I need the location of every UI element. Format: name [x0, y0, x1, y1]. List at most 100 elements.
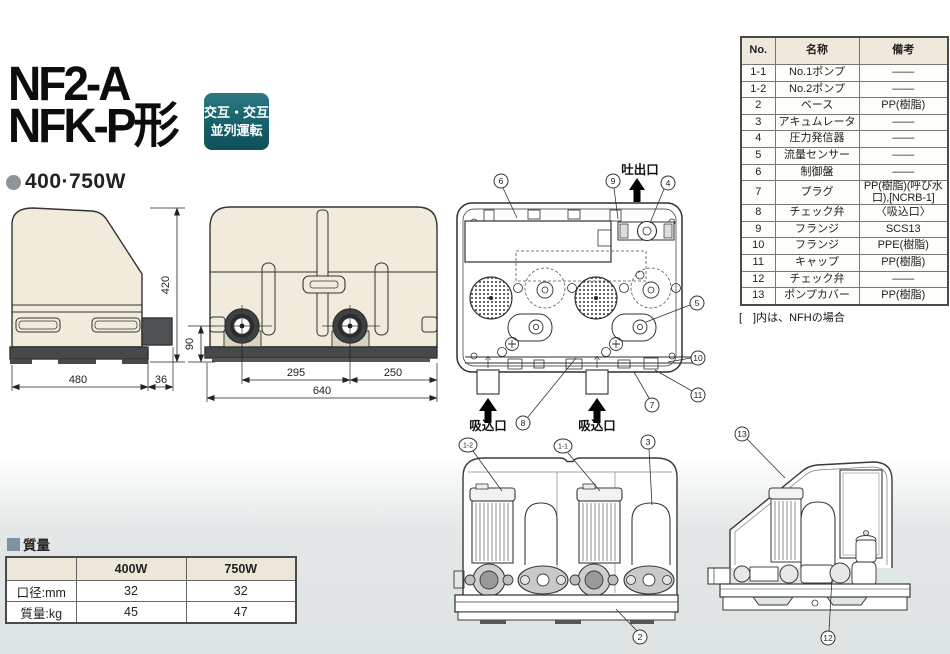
cell-remark: PP(樹脂) — [858, 287, 949, 306]
cell-name: プラグ — [774, 180, 860, 206]
internal-front-callouts: 1-2 1-1 3 2 — [458, 434, 656, 645]
cell-remark: —— — [858, 113, 949, 132]
cell-name: チェック弁 — [774, 270, 860, 289]
dim-total-height: 420 — [160, 276, 172, 294]
cell-no: 3 — [740, 113, 776, 132]
dimension-drawings: 420 90 480 36 295 250 640 — [9, 206, 438, 402]
cell-no: 13 — [740, 287, 776, 306]
pump-internal-front-view-drawing: 1-2 1-1 3 2 — [453, 434, 679, 645]
weight-col-400w: 400W — [75, 556, 187, 581]
cell-name: ポンプカバー — [774, 287, 860, 306]
table-row: 質量:kg 45 47 — [5, 601, 297, 624]
cell-no: 1-2 — [740, 80, 776, 99]
col-header-remark: 備考 — [858, 36, 949, 65]
cell-name: 制御盤 — [774, 163, 860, 182]
dim-side-width: 480 — [69, 374, 87, 386]
operation-mode-badge: 交互・交互 並列運転 — [204, 93, 269, 150]
dim-port-height: 90 — [184, 338, 196, 350]
cell-remark: —— — [858, 80, 949, 99]
callout-4: 4 — [666, 178, 671, 188]
cell-no: 1-1 — [740, 64, 776, 82]
power-rating-text: 400·750W — [25, 170, 126, 193]
dim-side-protrusion: 36 — [155, 374, 167, 386]
cell-name: フランジ — [774, 237, 860, 256]
cell-no: 8 — [740, 204, 776, 222]
weight-heading-text: 質量 — [23, 538, 50, 553]
internal-front-leader-lines — [472, 448, 653, 632]
callout-2: 2 — [638, 632, 643, 642]
cell-name: キャップ — [774, 254, 860, 272]
col-header-no: No. — [740, 36, 776, 65]
pump-internal-side-view-drawing: 13 12 — [707, 426, 911, 646]
top-view-body — [456, 202, 694, 395]
cell-remark: SCS13 — [858, 220, 949, 239]
suction-arrow-icons — [479, 398, 606, 423]
cell-no: 6 — [740, 163, 776, 182]
cell-name: No.2ポンプ — [774, 80, 860, 99]
callout-3: 3 — [646, 437, 651, 447]
section-marker-icon — [7, 537, 20, 551]
weight-section-heading: 質量 — [7, 534, 50, 554]
discharge-port-label: 吐出口 — [621, 162, 659, 177]
cell-remark: —— — [858, 163, 949, 182]
cell-remark: —— — [858, 130, 949, 148]
internal-side-body — [707, 461, 911, 611]
pump-top-view-drawing: 吐出口 — [456, 162, 706, 432]
cell-name: アキュムレータ — [774, 113, 860, 132]
cell-remark: 〈吸込口〉 — [858, 204, 949, 222]
badge-line1: 交互・交互 — [204, 104, 270, 120]
cell-name: 流量センサー — [774, 146, 860, 165]
cell-remark: —— — [858, 146, 949, 165]
weight-value: 32 — [75, 580, 187, 602]
cell-no: 4 — [740, 130, 776, 148]
cell-no: 10 — [740, 237, 776, 256]
callout-13: 13 — [737, 429, 747, 439]
parts-table-header-row: No. 名称 備考 — [740, 36, 949, 65]
cell-no: 12 — [740, 270, 776, 289]
col-header-name: 名称 — [774, 36, 860, 65]
dimension-labels: 420 90 480 36 295 250 640 — [69, 276, 402, 397]
page-title: NF2-A NFK-P形 — [8, 55, 180, 150]
callout-7: 7 — [650, 400, 655, 410]
internal-side-leader-lines — [746, 438, 833, 632]
callout-9: 9 — [611, 176, 616, 186]
callout-11: 11 — [694, 390, 703, 400]
callout-1-1: 1-1 — [558, 444, 568, 451]
model-name-line1: NF2-A — [8, 55, 131, 111]
cell-no: 5 — [740, 146, 776, 165]
cell-name: ベース — [774, 97, 860, 115]
cell-remark: PP(樹脂)(呼び水口),[NCRB-1] — [858, 180, 949, 206]
internal-front-body — [453, 457, 679, 624]
top-view-callouts: 6 9 4 5 10 11 7 8 — [493, 173, 706, 431]
cell-no: 9 — [740, 220, 776, 239]
cell-no: 11 — [740, 254, 776, 272]
dim-port-pitch: 295 — [287, 367, 305, 379]
weight-value: 45 — [75, 601, 187, 624]
weight-col-750w: 750W — [185, 556, 297, 581]
callout-12: 12 — [823, 633, 833, 643]
cell-remark: —— — [858, 64, 949, 82]
bullet-icon — [6, 174, 21, 190]
cell-no: 7 — [740, 180, 776, 206]
dimension-lines — [11, 207, 438, 402]
cell-remark: —— — [858, 270, 949, 289]
cell-remark: PP(樹脂) — [858, 97, 949, 115]
weight-corner-cell — [5, 556, 77, 581]
pump-side-view-drawing — [9, 207, 173, 364]
cell-no: 2 — [740, 97, 776, 115]
weight-value: 47 — [185, 601, 297, 624]
